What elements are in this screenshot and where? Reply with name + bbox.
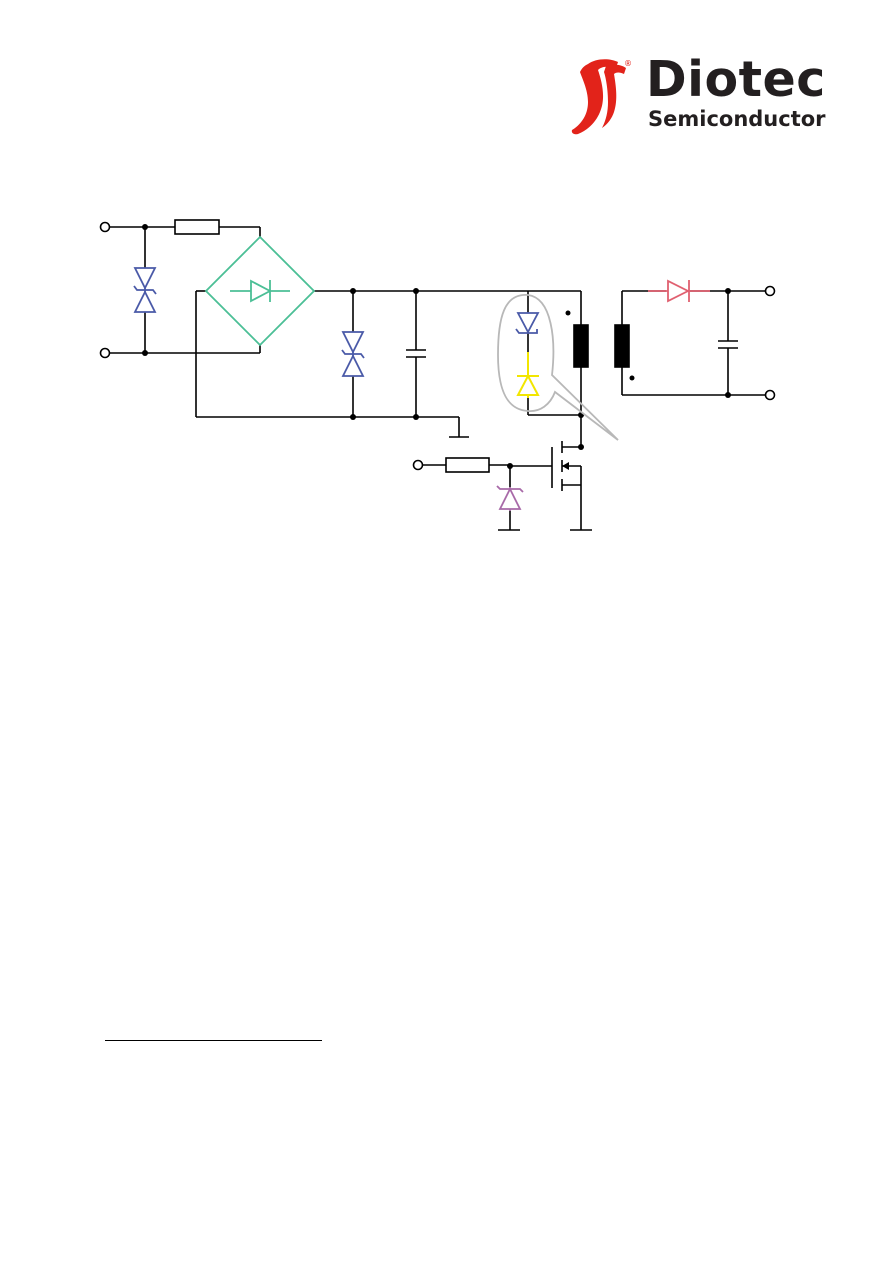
input-terminal-bottom [99,347,111,359]
input-resistor [174,219,220,235]
input-terminal-top [99,221,111,233]
snubber-diode [516,352,540,398]
diotec-logo-mark-icon: ® [571,59,632,135]
tvs-diode-bus [341,331,365,377]
gate-resistor [445,457,490,473]
brand-subtitle: Semiconductor [648,107,826,131]
output-terminal-top [764,285,776,297]
brand-name: Diotec [646,51,826,108]
diotec-logo: ® Diotec Semiconductor [566,51,836,138]
bridge-rectifier [204,235,316,347]
tvs-diode-input [133,267,157,313]
primary-winding [573,324,589,368]
footnote-separator [105,1040,322,1041]
snubber-callout [497,294,619,441]
secondary-winding [614,324,630,368]
gate-input-terminal [412,459,424,471]
registered-mark: ® [624,59,632,68]
output-terminal-bottom [764,389,776,401]
gate-zener-diode [496,485,524,511]
snubber-tvs-diode [515,312,540,334]
flyback-schematic [99,219,776,531]
output-rectifier-diode [648,279,710,303]
